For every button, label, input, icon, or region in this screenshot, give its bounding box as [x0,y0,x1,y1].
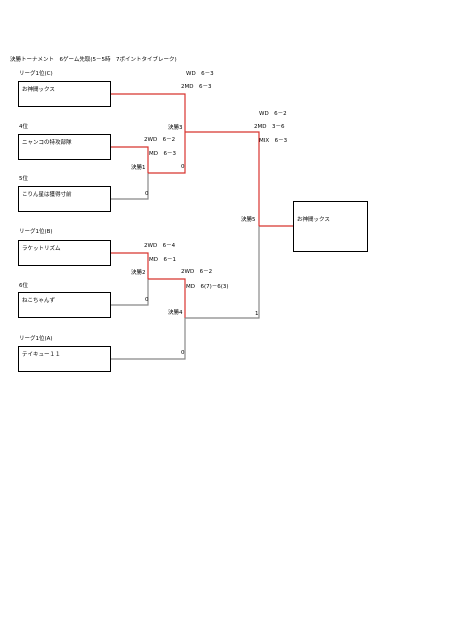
team-seed-2: 4位 [19,124,28,130]
team-seed-6: リーグ1位(A) [19,336,53,342]
match-label-m2: 決勝2 [131,270,146,276]
score-m5-line2: 2MD 3－6 [254,124,285,130]
match-score-m3-bottom: 0 [181,164,185,170]
match-score-m4-bottom: 0 [181,350,185,356]
line-m1-out [148,132,186,174]
score-m5-line1: WD 6－2 [259,111,287,117]
team-name: ラケットリズム [22,246,61,252]
team-name: テイキュー１１ [22,352,61,358]
line-team6 [111,318,186,360]
team-box-6: テイキュー１１ [18,346,111,372]
team-name: ねこちゃんず [22,298,56,304]
team-seed-4: リーグ1位(B) [19,229,53,235]
score-m1-line2: MD 6－3 [149,151,176,157]
team-box-1: お神間ックス [18,81,111,107]
match-label-m3: 決勝3 [168,125,183,131]
score-m4-line1: 2WD 6－2 [181,269,213,275]
line-team1 [111,93,186,132]
score-m3-line1: WD 6－3 [186,71,214,77]
line-team2 [111,146,149,173]
team-seed-3: 5位 [19,176,28,182]
score-m2-line1: 2WD 6－4 [144,243,176,249]
match-label-m1: 決勝1 [131,165,146,171]
team-name: お神間ックス [22,87,55,93]
score-m2-line2: MD 6－1 [149,257,176,263]
match-label-m5: 決勝5 [241,217,256,223]
team-box-4: ラケットリズム [18,240,111,266]
line-m4-out [185,226,260,319]
score-m3-line2: 2MD 6－3 [181,84,212,90]
winner-box: お神間ックス [293,201,368,252]
team-box-3: こりん星は獲得寸前 [18,186,111,212]
match-label-m4: 決勝4 [168,310,183,316]
page-title: 決勝トーナメント 6ゲーム先取(5－5時 7ポイントタイブレーク) [10,57,177,63]
winner-name: お神間ックス [297,217,330,223]
match-score-m5-bottom: 1 [255,311,259,317]
match-score-m2-bottom: 0 [145,297,149,303]
team-seed-5: 6位 [19,283,28,289]
line-team3 [111,173,149,200]
match-score-m1-bottom: 0 [145,191,149,197]
team-box-5: ねこちゃんず [18,292,111,318]
team-seed-1: リーグ1位(C) [19,71,53,77]
score-m1-line1: 2WD 6－2 [144,137,176,143]
line-team5 [111,279,149,306]
team-name: ニャンコの特攻部隊 [22,140,72,146]
score-m5-line3: MIX 6－3 [259,138,288,144]
score-m4-line2: MD 6(7)－6(3) [186,284,229,290]
team-name: こりん星は獲得寸前 [22,192,72,198]
line-m2-out [148,278,186,318]
team-box-2: ニャンコの特攻部隊 [18,134,111,160]
line-m3-out [185,131,260,226]
line-team4 [111,252,149,279]
